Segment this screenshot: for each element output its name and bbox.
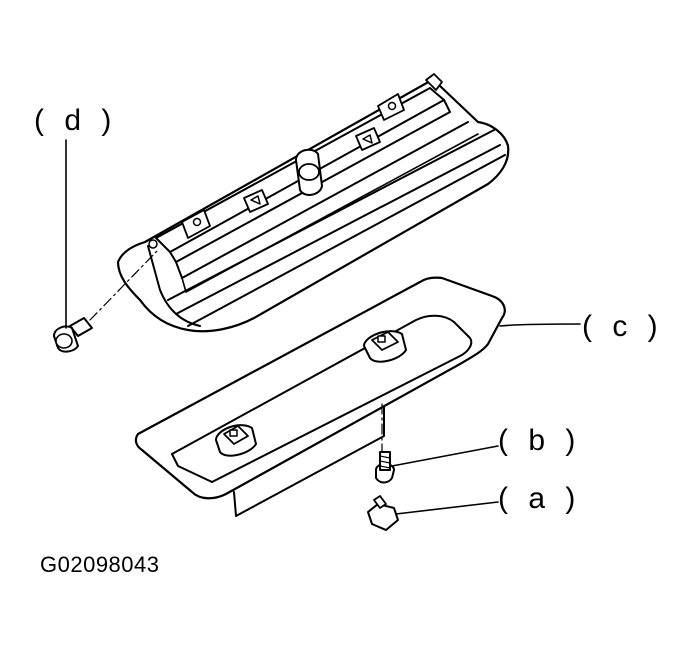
lower-tray-c bbox=[134, 276, 506, 517]
leader-lines bbox=[65, 139, 581, 515]
bolt-d-icon bbox=[53, 317, 93, 353]
callout-b-label: ( b ) bbox=[498, 424, 581, 457]
upper-housing bbox=[89, 73, 510, 333]
callout-c-label: ( c ) bbox=[582, 310, 664, 343]
screw-b-icon bbox=[375, 451, 395, 484]
callout-a-label: ( a ) bbox=[498, 482, 581, 515]
figure-code: G02098043 bbox=[40, 552, 160, 577]
clip-a-icon bbox=[367, 495, 399, 531]
callout-d-label: ( d ) bbox=[34, 104, 117, 137]
